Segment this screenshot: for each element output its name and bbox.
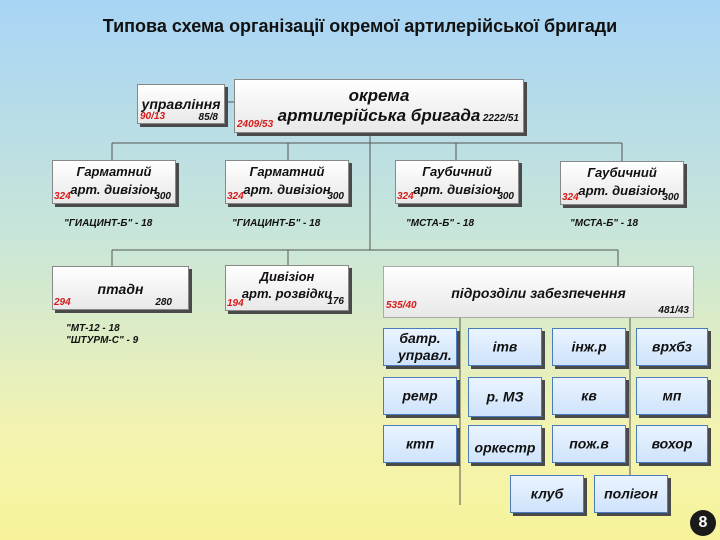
division-red-number: 324 [562,192,579,203]
recon-label-line1: Дивізіон [259,269,315,284]
unit-vrhbz: врхбз [636,328,708,366]
division-weapon-note: "ГИАЦИНТ-Б" - 18 [64,218,153,229]
ptadn-note-shturm: "ШТУРМ-С" - 9 [66,335,139,346]
brigade-label-line1: окрема [348,86,410,105]
division-label-line1: Гаубичний [587,165,657,180]
division-label-line2: арт. дивізіон [70,182,158,197]
unit-label: клуб [530,485,564,502]
unit-label: кв [581,387,597,404]
unit-label: врхбз [652,338,692,355]
division-weapon-note: "МСТА-Б" - 18 [570,218,639,229]
brigade-red-number: 2409/53 [237,119,274,130]
division-label-line2: арт. дивізіон [243,182,331,197]
ptadn-red-number: 294 [54,297,71,308]
recon-label-line2: арт. розвідки [241,286,333,301]
division-black-number: 300 [327,191,344,202]
unit-mz-company: р. МЗ [468,377,542,417]
division-box: Гарматний арт. дивізіон 324 300 [52,160,176,204]
recon-division-box: Дивізіон арт. розвідки 194 176 [225,265,349,311]
unit-mp: мп [636,377,708,415]
division-label-line1: Гарматний [76,164,152,179]
unit-label: вохор [651,435,693,452]
hq-black-number: 85/8 [198,112,218,123]
division-red-number: 324 [54,191,71,202]
unit-itv: ітв [468,328,542,366]
support-units-box: підрозділи забезпечення 535/40 481/43 [383,266,694,318]
ptadn-note-mt12: "МТ-12 - 18 [66,323,120,334]
recon-black-number: 176 [327,296,344,307]
division-red-number: 324 [397,191,414,202]
unit-guard: вохор [636,425,708,463]
unit-ktp: ктп [383,425,457,463]
ptadn-label: птадн [97,281,144,297]
unit-label: батр. управл. [398,330,452,363]
hq-red-number: 90/13 [140,111,166,122]
unit-label: ремр [402,387,438,404]
brigade-label-line2: артилерійська бригада [277,106,481,125]
support-black-number: 481/43 [658,305,689,316]
unit-label: ітв [492,338,518,355]
recon-red-number: 194 [227,298,244,309]
unit-orchestra: оркестр [468,425,542,463]
hq-box: управління 90/13 85/8 [137,84,225,124]
unit-label: полігон [604,485,658,502]
page-number-badge: 8 [690,510,716,536]
division-box: Гаубичний арт. дивізіон 324 300 [395,160,519,204]
division-label-line1: Гарматний [249,164,325,179]
unit-label: пож.в [569,435,609,452]
division-label-line1: Гаубичний [422,164,492,179]
unit-label: мп [662,387,682,404]
ptadn-box: птадн 294 280 [52,266,189,310]
support-label: підрозділи забезпечення [451,285,626,301]
division-label-line2: арт. дивізіон [413,182,501,197]
division-label-line2: арт. дивізіон [578,183,666,198]
division-black-number: 300 [662,192,679,203]
unit-label: ктп [405,435,435,452]
ptadn-black-number: 280 [155,297,172,308]
division-red-number: 324 [227,191,244,202]
unit-label: інж.р [571,338,607,355]
support-red-number: 535/40 [386,300,417,311]
unit-kv: кв [552,377,626,415]
unit-engineer-company: інж.р [552,328,626,366]
unit-label: р. МЗ [486,388,524,405]
unit-range: полігон [594,475,668,513]
division-black-number: 300 [154,191,171,202]
unit-fire-platoon: пож.в [552,425,626,463]
division-box: Гаубичний арт. дивізіон 324 300 [560,161,684,205]
unit-label: оркестр [474,439,536,456]
division-weapon-note: "ГИАЦИНТ-Б" - 18 [232,218,321,229]
brigade-black-number: 2222/51 [482,113,519,124]
division-box: Гарматний арт. дивізіон 324 300 [225,160,349,204]
hq-label: управління [141,96,221,112]
division-weapon-note: "МСТА-Б" - 18 [406,218,475,229]
unit-club: клуб [510,475,584,513]
page-title: Типова схема організації окремої артилер… [102,16,618,36]
brigade-box: окрема артилерійська бригада 2409/53 222… [234,79,524,133]
unit-battery-control: батр. управл. [383,328,457,366]
unit-repair-company: ремр [383,377,457,415]
division-black-number: 300 [497,191,514,202]
